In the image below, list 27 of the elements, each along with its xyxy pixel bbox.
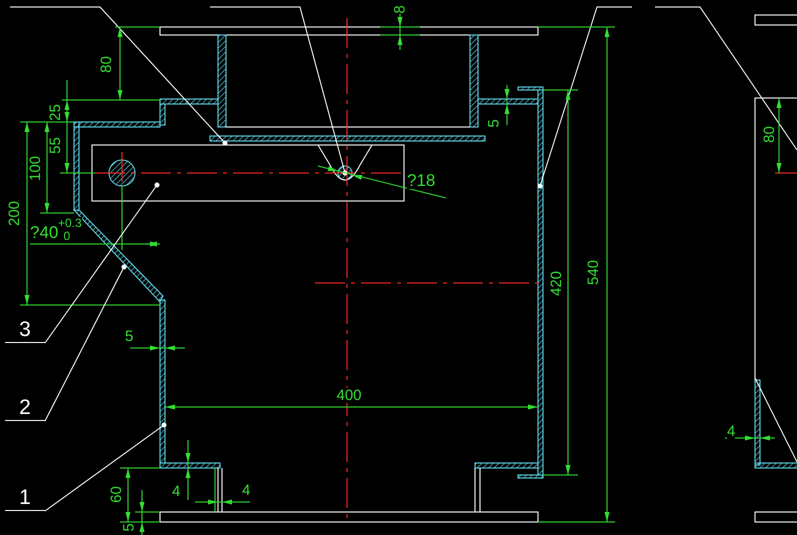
dimension-label: 4	[727, 424, 736, 438]
dimension-label: 100	[28, 155, 43, 181]
callout-number: 1	[5, 486, 45, 511]
dimension-label: ?18	[407, 172, 436, 188]
dimension-label: 80	[761, 126, 776, 142]
dimension-label: 4	[242, 482, 250, 498]
dimension-label: 5	[125, 328, 134, 344]
dimension-label: 60	[108, 486, 124, 502]
dimension-label: ?40	[30, 224, 58, 240]
dimension-label: 0	[64, 230, 70, 242]
leader-line	[44, 264, 126, 422]
dimension-label: 400	[336, 388, 362, 402]
dimension-label: 55	[47, 136, 62, 154]
dimension-label: 8	[392, 4, 408, 14]
callout-number: 2	[5, 396, 45, 421]
dimension-label: 5	[122, 522, 137, 532]
dimension-label: 25	[47, 104, 62, 120]
dimension-label: 420	[548, 270, 564, 296]
dimension-label: +0.3	[58, 217, 82, 229]
dimension-label: 80	[98, 56, 114, 72]
leader-line	[44, 182, 160, 344]
leader-line	[44, 422, 166, 512]
callout-number: 3	[5, 318, 45, 343]
dimension-label: 540	[586, 259, 601, 285]
dimension-label: 200	[6, 200, 22, 226]
dimension-label: 5	[486, 118, 502, 128]
dimension-label: 4	[172, 484, 180, 498]
